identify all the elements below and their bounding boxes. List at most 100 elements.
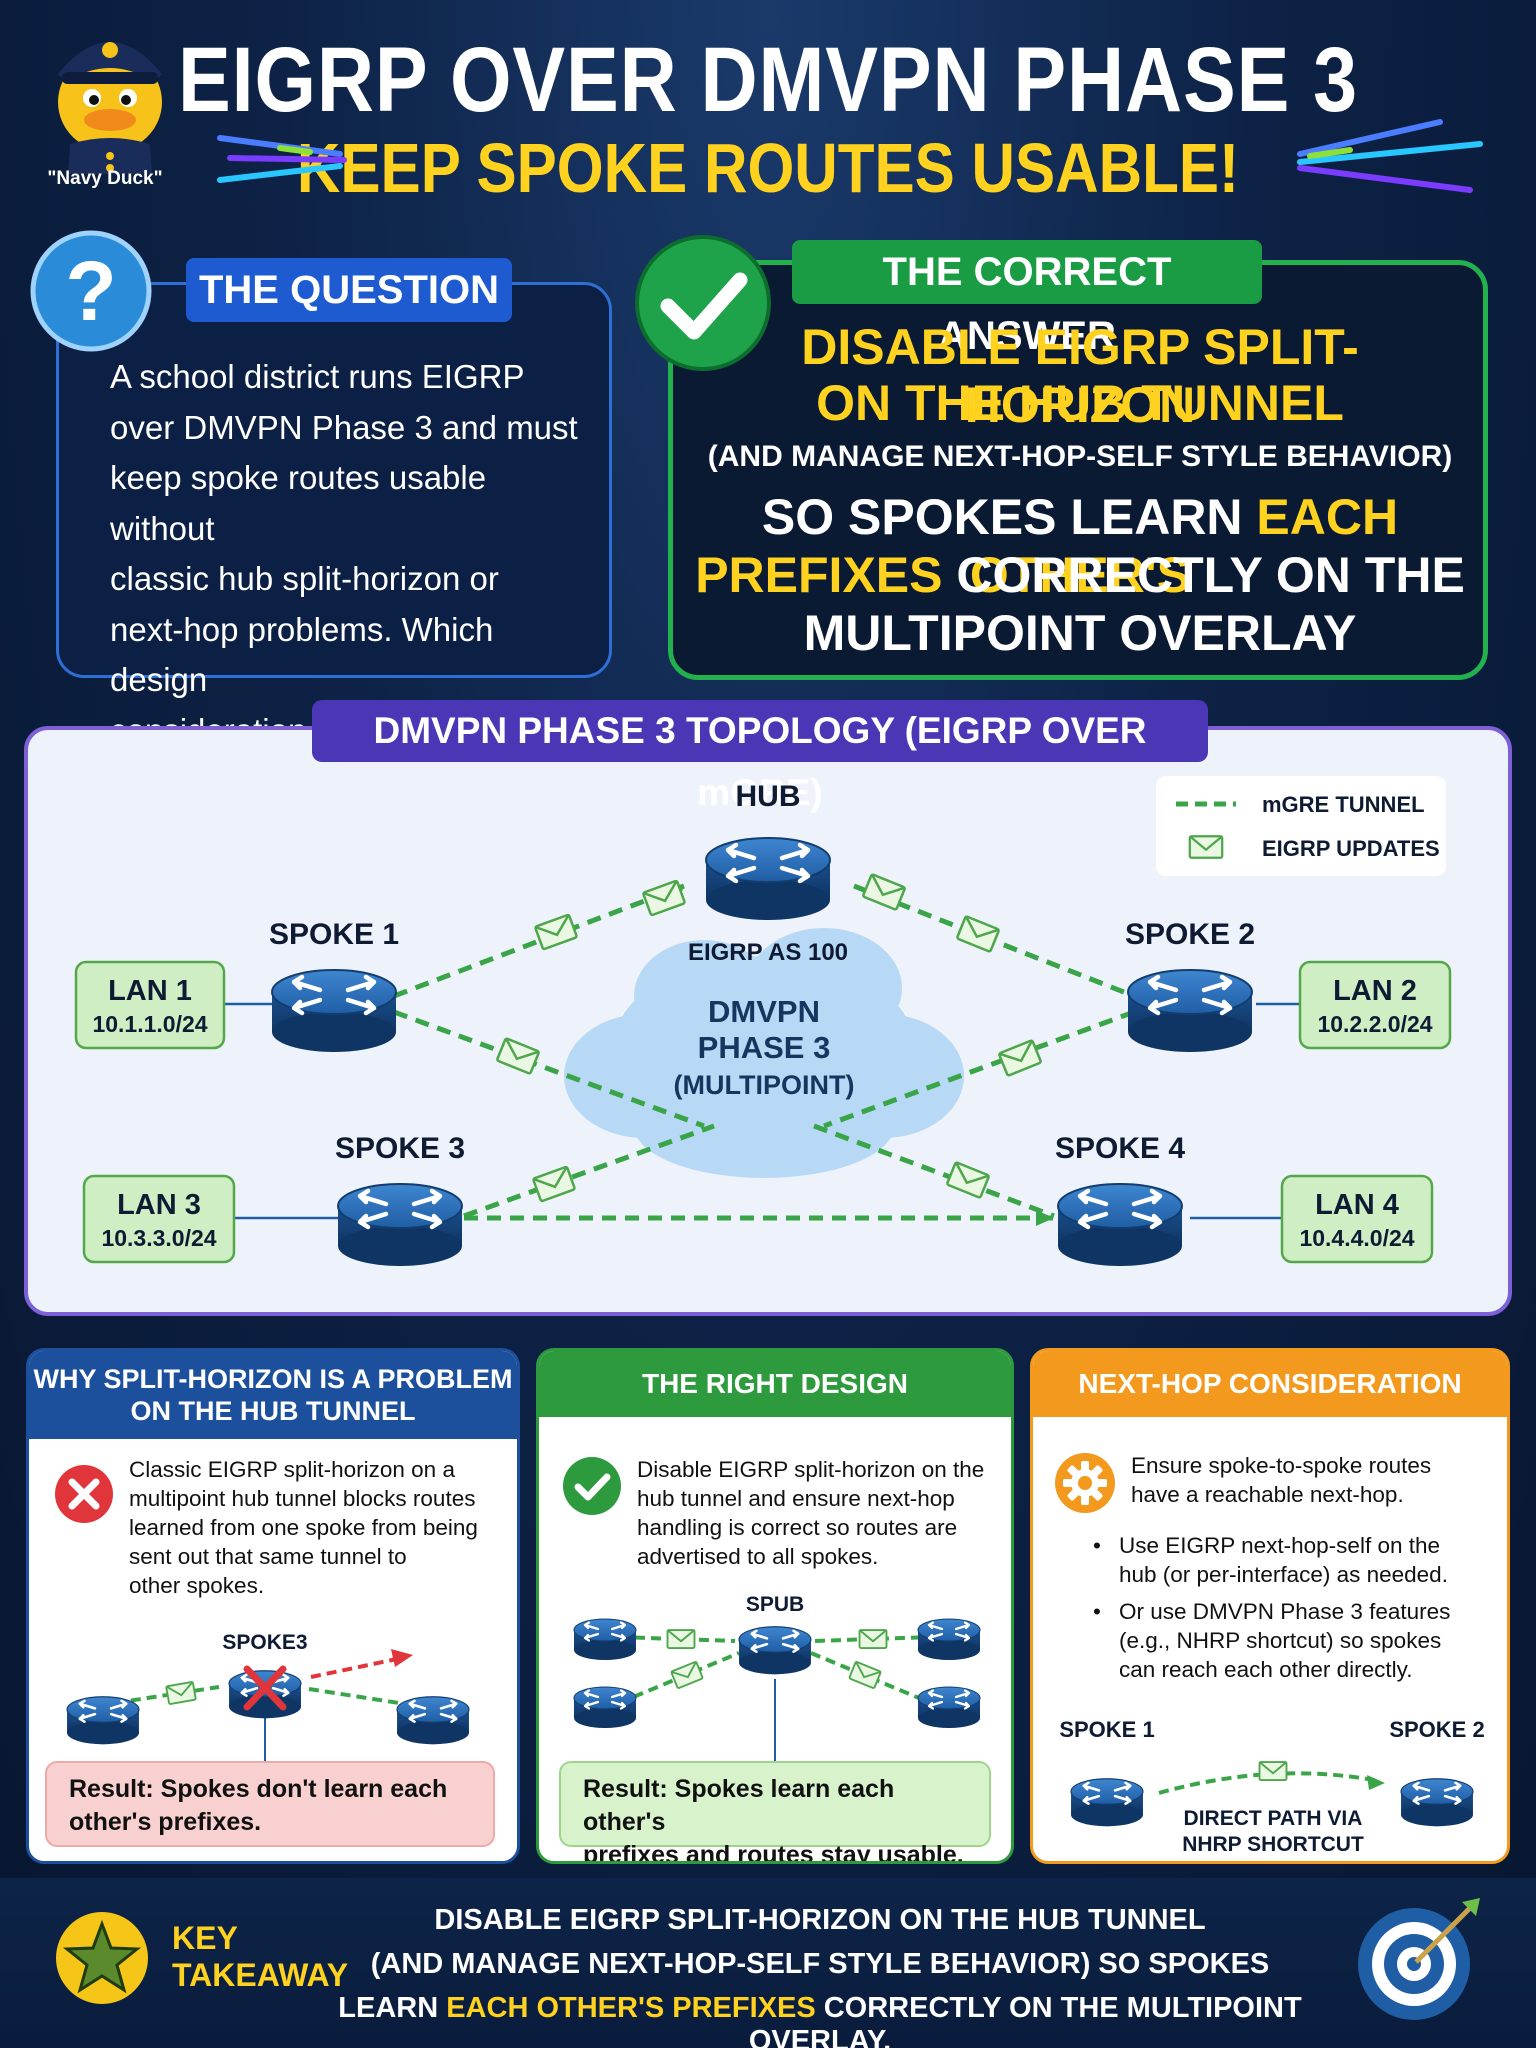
- nexthop-path-line-1: DIRECT PATH VIA: [1184, 1807, 1363, 1830]
- target-icon: [1358, 1898, 1480, 2020]
- key-takeaway-footer: [0, 1878, 1536, 2048]
- nexthop-bullet-1: • Use EIGRP next-hop-self on the hub (or…: [1089, 1531, 1499, 1589]
- question-line: over DMVPN Phase 3 and must: [110, 408, 578, 446]
- topology-diagram: DMVPN PHASE 3 (MULTIPOINT): [74, 776, 1452, 1316]
- navy-duck-mascot-icon: [58, 42, 162, 174]
- panel-design-header: THE RIGHT DESIGN CONSIDERATION: [539, 1351, 1011, 1465]
- panel-design-text: Disable EIGRP split-horizon on the hub t…: [637, 1455, 1007, 1571]
- question-tag: THE QUESTION: [186, 258, 512, 322]
- panel-problem-line: Classic EIGRP split-horizon on a: [129, 1457, 455, 1482]
- panel-problem-text: Classic EIGRP split-horizon on a multipo…: [129, 1455, 509, 1600]
- answer-line-3: (AND MANAGE NEXT-HOP-SELF STYLE BEHAVIOR…: [707, 440, 1453, 473]
- spoke4-router-icon: [1058, 1184, 1182, 1266]
- checkmark-icon: [635, 235, 771, 371]
- page-subtitle: KEEP SPOKE ROUTES USABLE!: [296, 129, 1240, 207]
- panel-problem-line: multipoint hub tunnel blocks routes: [129, 1486, 476, 1511]
- nexthop-bullet-2-line: (e.g., NHRP shortcut) so spokes: [1119, 1628, 1442, 1653]
- question-line: A school district runs EIGRP: [110, 358, 525, 395]
- panel-next-hop: NEXT-HOP CONSIDERATION Ensure spoke-to-s…: [1030, 1348, 1510, 1864]
- answer-line-5: PREFIXES CORRECTLY ON THE: [690, 546, 1470, 604]
- question-line: classic hub split-horizon or: [110, 560, 499, 597]
- footer-line-2: (AND MANAGE NEXT-HOP-SELF STYLE BEHAVIOR…: [370, 1948, 1270, 1980]
- answer-line-6: MULTIPOINT OVERLAY: [803, 605, 1357, 661]
- nexthop-path-line-2: NHRP SHORTCUT: [1182, 1833, 1364, 1856]
- lan2-name: LAN 2: [1333, 975, 1417, 1007]
- spoke1-router-icon: [272, 970, 396, 1052]
- svg-text:?: ?: [65, 244, 116, 338]
- panel-problem-line: sent out that same tunnel to: [129, 1544, 407, 1569]
- panel-problem-result: Result: Spokes don't learn each other's …: [45, 1761, 495, 1847]
- spoke3-label: SPOKE 3: [335, 1132, 465, 1165]
- lan2-subnet: 10.2.2.0/24: [1317, 1011, 1432, 1037]
- answer-line-4a: SO SPOKES LEARN: [761, 489, 1257, 545]
- nexthop-bullet-2-line: Or use DMVPN Phase 3 features: [1119, 1599, 1451, 1624]
- footer-line-3a: LEARN: [338, 1992, 447, 2024]
- page-title: EIGRP OVER DMVPN PHASE 3: [178, 29, 1358, 131]
- nhrp-shortcut-diagram: SPOKE 1 SPOKE 2 DIRECT PATH VIA NHRP SHO…: [1059, 1717, 1484, 1856]
- nexthop-intro-line-1: Ensure spoke-to-spoke routes: [1131, 1453, 1432, 1478]
- nexthop-bullet-1-line: hub (or per-interface) as needed.: [1119, 1562, 1448, 1587]
- lan1-box: LAN 1 10.1.1.0/24: [74, 960, 226, 1050]
- answer-line-1: DISABLE EIGRP SPLIT-HORIZON: [801, 319, 1359, 433]
- lan3-subnet: 10.3.3.0/24: [101, 1225, 216, 1251]
- footer-line-3: LEARN EACH OTHER'S PREFIXES CORRECTLY ON…: [300, 1992, 1340, 2048]
- panel-design-line: hub tunnel and ensure next-hop: [637, 1486, 955, 1511]
- hub-router-icon: [706, 838, 830, 920]
- cloud-line-3: (MULTIPOINT): [674, 1070, 855, 1100]
- nexthop-bullet-1-line: Use EIGRP next-hop-self on the: [1119, 1533, 1440, 1558]
- check-circle-icon: [563, 1457, 621, 1515]
- topology-tag: DMVPN PHASE 3 TOPOLOGY (EIGRP OVER mGRE): [312, 700, 1208, 813]
- lan4-box: LAN 4 10.4.4.0/24: [1280, 1174, 1434, 1264]
- footer-line-1: DISABLE EIGRP SPLIT-HORIZON ON THE HUB T…: [434, 1904, 1206, 1936]
- answer-line-5a: PREFIXES: [695, 547, 943, 603]
- mascot-label: "Navy Duck": [47, 168, 163, 189]
- question-mark-icon: ?: [30, 230, 152, 352]
- speed-lines-left-icon: [217, 135, 347, 183]
- question-line: next-hop problems. Which design: [110, 610, 494, 699]
- panel-design-line: advertised to all spokes.: [637, 1544, 879, 1569]
- hub-design-diagram: SPUB: [572, 1593, 982, 1763]
- answer-tag: THE CORRECT ANSWER: [792, 240, 1262, 358]
- answer-line-4: SO SPOKES LEARN EACH OTHER'S: [690, 488, 1470, 604]
- spoke2-label: SPOKE 2: [1125, 918, 1255, 951]
- nexthop-right-label: SPOKE 2: [1389, 1717, 1484, 1742]
- spoke4-label: SPOKE 4: [1055, 1132, 1185, 1165]
- cloud-line-1: DMVPN: [708, 994, 820, 1029]
- nexthop-bullet-2-line: can reach each other directly.: [1119, 1657, 1413, 1682]
- question-text: A school district runs EIGRP over DMVPN …: [110, 352, 580, 756]
- lan3-box: LAN 3 10.3.3.0/24: [82, 1174, 236, 1264]
- footer-line-3c: CORRECTLY ON THE MULTIPOINT OVERLAY.: [748, 1992, 1302, 2048]
- legend-envelope-icon: [1188, 835, 1224, 859]
- lan1-name: LAN 1: [108, 975, 192, 1007]
- eigrp-as-label: EIGRP AS 100: [688, 939, 848, 966]
- legend-updates-label: EIGRP UPDATES: [1262, 836, 1440, 861]
- lan3-name: LAN 3: [117, 1189, 201, 1221]
- panel-design-result: Result: Spokes learn each other's prefix…: [559, 1761, 991, 1861]
- panel-split-horizon-problem: WHY SPLIT-HORIZON IS A PROBLEM ON THE HU…: [26, 1348, 520, 1864]
- dmvpn-cloud-icon: [564, 928, 964, 1178]
- panel-right-design: THE RIGHT DESIGN CONSIDERATION Disable E…: [536, 1348, 1014, 1864]
- legend-tunnel-label: mGRE TUNNEL: [1262, 792, 1425, 817]
- cloud-line-2: PHASE 3: [698, 1030, 831, 1065]
- panel-problem-header: WHY SPLIT-HORIZON IS A PROBLEM ON THE HU…: [29, 1351, 517, 1439]
- panel-problem-line: other spokes.: [129, 1573, 265, 1598]
- footer-line-3b: EACH OTHER'S PREFIXES: [446, 1992, 816, 2024]
- spoke1-label: SPOKE 1: [269, 918, 399, 951]
- panel-problem-head-2: ON THE HUB TUNNEL: [130, 1396, 416, 1426]
- problem-result-line-1: Result: Spokes don't learn each: [69, 1775, 448, 1803]
- design-diagram-label: SPUB: [746, 1593, 804, 1616]
- hub-label: HUB: [736, 780, 801, 813]
- design-result-line-1: Result: Spokes learn each other's: [583, 1775, 895, 1836]
- lan4-subnet: 10.4.4.0/24: [1299, 1225, 1414, 1251]
- question-line: keep spoke routes usable without: [110, 459, 487, 547]
- nexthop-left-label: SPOKE 1: [1059, 1717, 1154, 1742]
- split-horizon-diagram: SPOKE3: [65, 1631, 471, 1769]
- x-circle-icon: [55, 1465, 113, 1523]
- answer-line-2: ON THE HUB TUNNEL: [816, 375, 1344, 431]
- star-icon: [56, 1912, 148, 2004]
- answer-line-4b: EACH OTHER'S: [969, 489, 1399, 603]
- panel-design-line: Disable EIGRP split-horizon on the: [637, 1457, 985, 1482]
- panel-nexthop-bullets: • Use EIGRP next-hop-self on the hub (or…: [1089, 1531, 1499, 1684]
- lan2-box: LAN 2 10.2.2.0/24: [1298, 960, 1452, 1050]
